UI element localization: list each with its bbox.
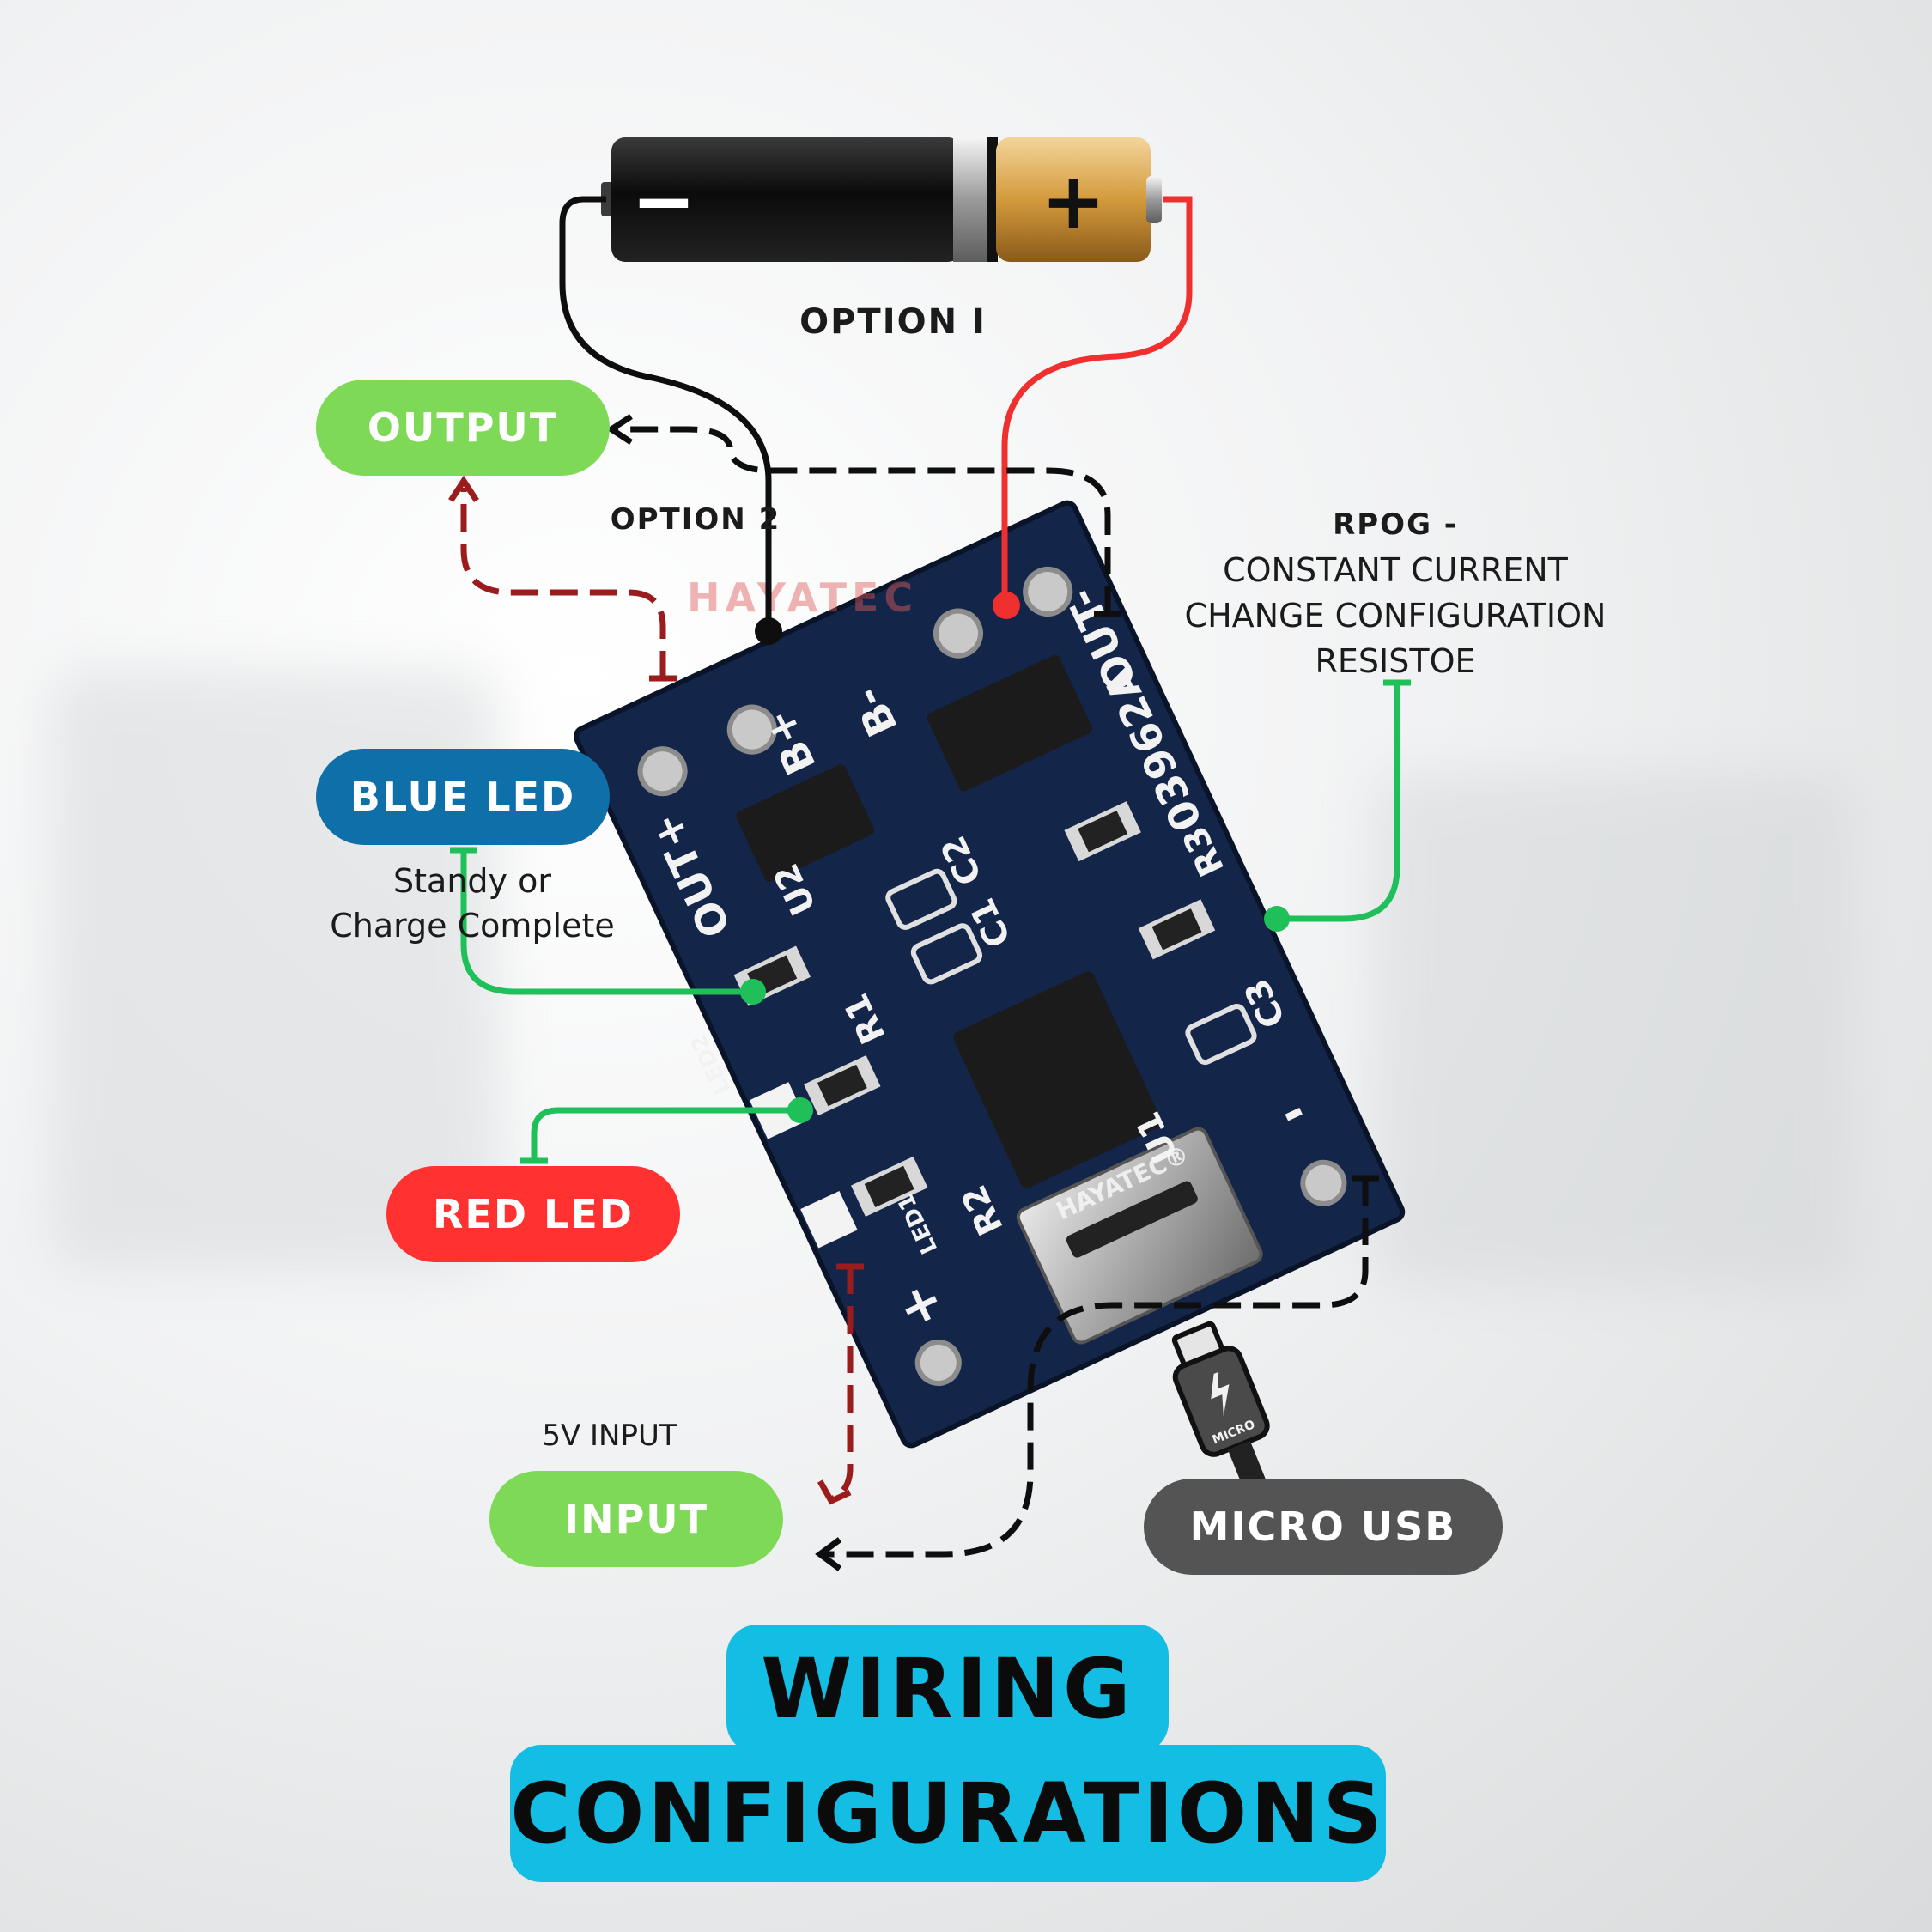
rpog-line-3: RESISTOE	[1315, 642, 1476, 680]
battery-minus-sign: −	[631, 156, 696, 246]
wire-output-dashed	[617, 426, 1111, 614]
wire-blue-led	[460, 850, 751, 995]
option-1-label: OPTION I	[799, 302, 987, 342]
chip-u1	[953, 971, 1162, 1188]
input-pill: INPUT	[489, 1471, 783, 1567]
pad-b-minus	[933, 608, 983, 659]
pad-in-plus	[914, 1340, 962, 1387]
rpog-line-2: CHANGE CONFIGURATION	[1184, 597, 1607, 635]
input-description: 5V INPUT	[542, 1419, 677, 1453]
wire-battery-positive	[1001, 196, 1193, 605]
led1	[800, 1191, 858, 1249]
chip-u2	[736, 764, 875, 883]
wire-input-positive-dashed	[831, 1267, 854, 1502]
title-line-2: CONFIGURATIONS	[510, 1745, 1386, 1882]
wire-input-negative-dashed	[824, 1178, 1369, 1558]
micro-usb-pill: MICRO USB	[1144, 1479, 1503, 1575]
micro-usb-port	[1016, 1127, 1263, 1345]
background-blur-right	[1374, 773, 1855, 1288]
output-pill: OUTPUT	[316, 380, 610, 476]
rpog-line-1: CONSTANT CURRENT	[1223, 551, 1568, 589]
blue-led-desc-line-1: Standy or	[393, 862, 551, 900]
title-line-1: WIRING	[726, 1625, 1169, 1753]
blue-led-pill: BLUE LED	[316, 749, 610, 845]
pad-b-plus	[726, 704, 777, 755]
option-2-label: OPTION 2	[610, 502, 781, 537]
micro-usb-cable-icon: MICRO	[1171, 1321, 1270, 1490]
battery-plus-sign: +	[1041, 156, 1105, 246]
board-watermark: HAYATEC	[687, 574, 918, 621]
blue-led-desc-line-2: Charge Complete	[330, 907, 615, 945]
pad-in-minus	[1300, 1159, 1347, 1206]
rpog-label: RPOG - CONSTANT CURRENT CHANGE CONFIGURA…	[1142, 502, 1649, 684]
charger-board: B+ B- OUT+ OUT- 03962A R1 R2 R3 C1 C2 C3…	[573, 500, 1406, 1449]
blue-led-description: Standy or Charge Complete	[288, 859, 657, 948]
wire-output-positive-dashed	[460, 488, 666, 678]
wire-rpog	[1277, 683, 1400, 922]
pad-out-minus	[1023, 567, 1073, 617]
pad-out-plus	[637, 746, 688, 797]
rpog-title: RPOG -	[1333, 507, 1458, 542]
red-led-pill: RED LED	[386, 1166, 680, 1262]
battery: − +	[601, 137, 1162, 262]
chip-mosfet	[927, 654, 1092, 792]
wire-battery-negative	[559, 196, 772, 631]
wire-red-led	[531, 1107, 799, 1161]
